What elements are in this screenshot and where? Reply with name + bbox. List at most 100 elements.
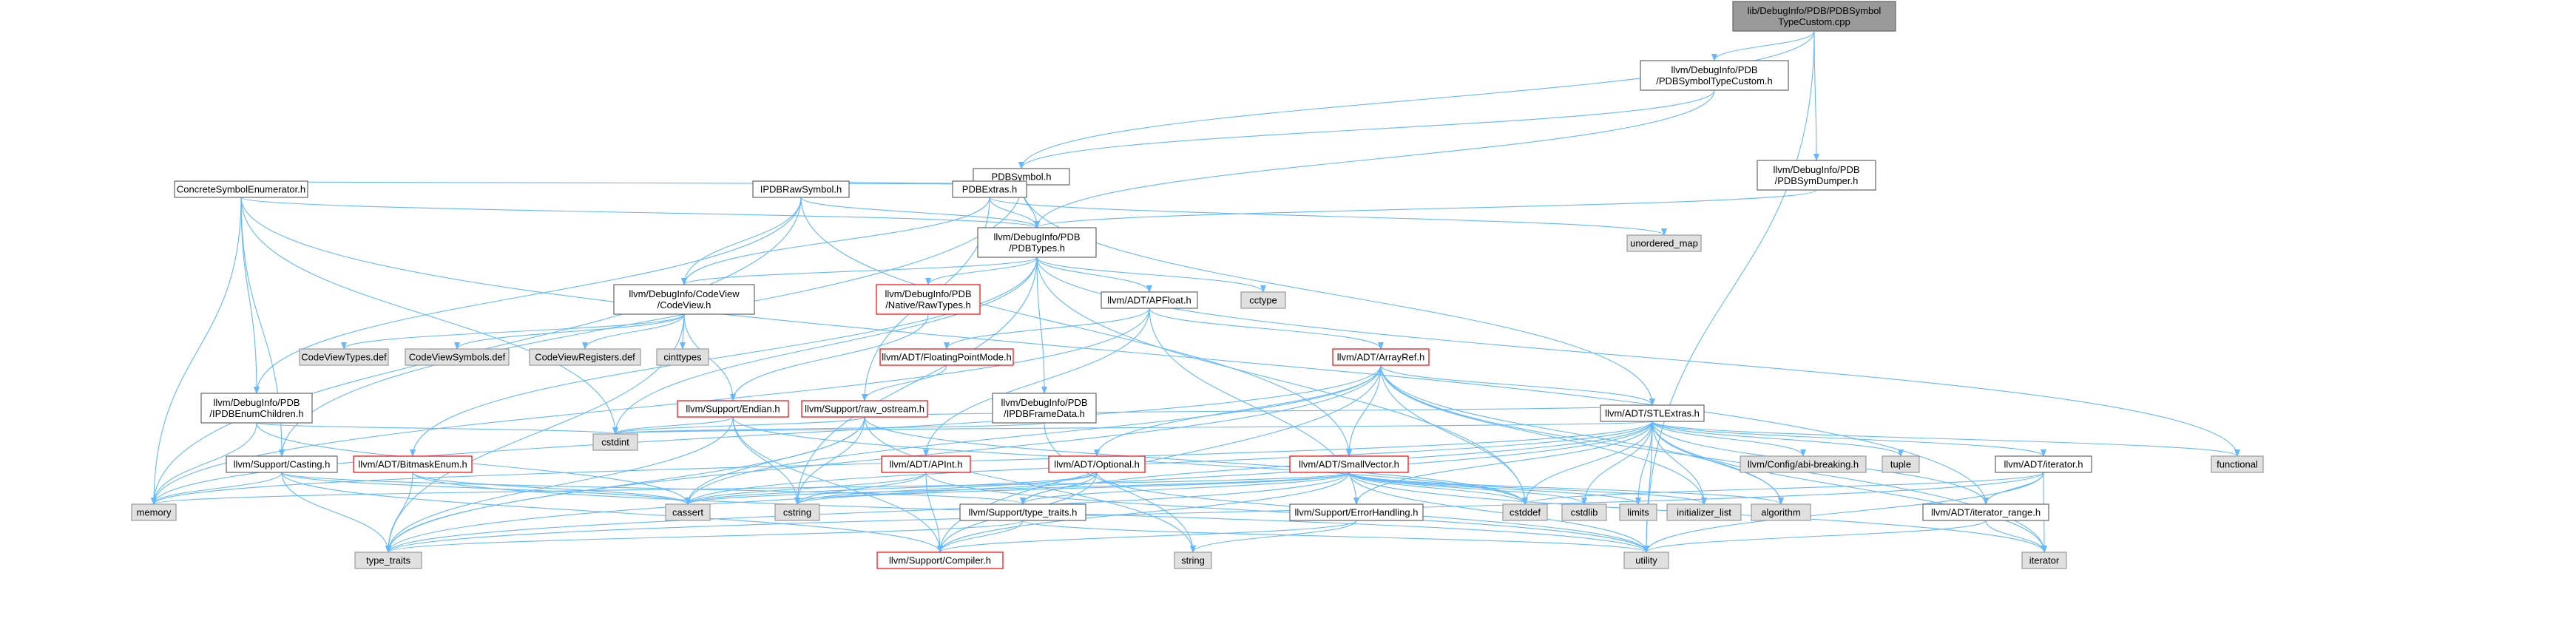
node-ipdbframe[interactable]: llvm/DebugInfo/PDB/IPDBFrameData.h [992, 393, 1097, 424]
node-label-adtiterator-0: llvm/ADT/iterator.h [2004, 459, 2083, 470]
edge-stlextras-to-iterator [1652, 421, 2047, 553]
node-pdbextras[interactable]: PDBExtras.h [952, 180, 1027, 198]
node-pdbsymdumper[interactable]: llvm/DebugInfo/PDB/PDBSymDumper.h [1757, 160, 1876, 191]
node-stlextras[interactable]: llvm/ADT/STLExtras.h [1600, 404, 1705, 422]
node-label-pdbsymdumper-0: llvm/DebugInfo/PDB [1773, 164, 1859, 175]
edge-ipdbraw-to-ipdbenum [254, 197, 802, 394]
edge-codeview-to-cvsymbols [454, 313, 685, 350]
node-nativerawtypes[interactable]: llvm/DebugInfo/PDB/Native/RawTypes.h [876, 284, 981, 315]
node-label-ipdbraw-0: IPDBRawSymbol.h [760, 184, 842, 195]
node-label-floatingpointmode-0: llvm/ADT/FloatingPointMode.h [882, 352, 1012, 363]
node-pdbsymtypecustom[interactable]: llvm/DebugInfo/PDB/PDBSymbolTypeCustom.h [1640, 60, 1789, 91]
node-errorhandling[interactable]: llvm/Support/ErrorHandling.h [1289, 503, 1424, 521]
edge-floatingpointmode-to-rawostream [862, 364, 947, 401]
node-label-ipdbenum-1: /IPDBEnumChildren.h [209, 408, 303, 419]
node-root[interactable]: lib/DebugInfo/PDB/PDBSymbolTypeCustom.cp… [1732, 1, 1896, 32]
node-label-tuple-0: tuple [1890, 459, 1911, 470]
node-ipdbenum[interactable]: llvm/DebugInfo/PDB/IPDBEnumChildren.h [200, 393, 313, 424]
node-label-compiler-0: llvm/Support/Compiler.h [889, 555, 991, 566]
edge-endian-to-cstdint [612, 416, 734, 435]
node-cinttypes: cinttypes [656, 348, 709, 366]
node-label-initlist-0: initializer_list [1677, 507, 1731, 518]
node-string: string [1174, 552, 1212, 569]
edge-apfloat-to-errorhandling [1149, 308, 1359, 505]
edge-root-to-pdbsymbol [1018, 30, 1815, 169]
node-label-string-0: string [1181, 555, 1205, 566]
edge-errorhandling-to-compiler [937, 520, 1357, 553]
edge-pdbsymtypecustom-to-pdbsymbol [1018, 89, 1715, 169]
node-ipdbraw[interactable]: IPDBRawSymbol.h [752, 180, 850, 198]
node-label-rawostream-0: llvm/Support/raw_ostream.h [805, 404, 924, 415]
edge-concreteenum-to-memory [151, 197, 242, 505]
node-box-memory [131, 503, 177, 521]
edge-stlextras-to-utility [1643, 421, 1653, 553]
node-label-functional-0: functional [2217, 459, 2258, 470]
node-typetraitsllvm[interactable]: llvm/Support/type_traits.h [959, 503, 1086, 521]
edge-smallvector-to-cstring [794, 472, 1350, 505]
node-memory: memory [131, 503, 177, 521]
node-label-pdbtypes-1: /PDBTypes.h [1009, 242, 1065, 254]
node-initlist: initializer_list [1666, 503, 1742, 521]
node-label-pdbsymbol-0: PDBSymbol.h [992, 172, 1052, 183]
node-apfloat[interactable]: llvm/ADT/APFloat.h [1101, 291, 1198, 309]
edge-concreteenum-to-pdbtypes [240, 197, 1040, 228]
edge-casting-to-compiler [281, 472, 943, 553]
edge-pdbextras-to-codeview [681, 197, 990, 285]
node-pdbtypes[interactable]: llvm/DebugInfo/PDB/PDBTypes.h [977, 227, 1097, 258]
node-label-endian-0: llvm/Support/Endian.h [686, 404, 780, 415]
node-box-cvregisters [529, 348, 641, 366]
node-label-type_traits-0: type_traits [366, 555, 410, 566]
edge-smallvector-to-initlist [1348, 472, 1707, 505]
node-box-rawostream [801, 400, 928, 418]
node-codeview[interactable]: llvm/DebugInfo/CodeView/CodeView.h [613, 284, 755, 315]
nodes-layer: lib/DebugInfo/PDB/PDBSymbolTypeCustom.cp… [131, 1, 2264, 569]
node-smallvector[interactable]: llvm/ADT/SmallVector.h [1289, 455, 1409, 473]
node-unordered_map: unordered_map [1626, 234, 1702, 252]
edge-root-to-pdbsymdumper [1813, 30, 1819, 161]
node-box-floatingpointmode [879, 348, 1014, 366]
edge-rawostream-to-cstdint [612, 416, 865, 435]
node-box-cstdlib [1561, 503, 1607, 521]
node-label-utility-0: utility [1635, 555, 1657, 566]
node-label-root-1: TypeCustom.cpp [1778, 16, 1850, 27]
node-box-cstddef [1502, 503, 1548, 521]
node-optional[interactable]: llvm/ADT/Optional.h [1048, 455, 1146, 473]
node-box-pdbsymtypecustom [1640, 60, 1789, 91]
node-box-limits [1619, 503, 1657, 521]
node-box-errorhandling [1289, 503, 1424, 521]
edge-smallvector-to-utility [1348, 472, 1649, 553]
node-iterator: iterator [2021, 552, 2067, 569]
edge-smallvector-to-cstddef [1348, 472, 1528, 505]
edge-pdbextras-to-pdbtypes [989, 197, 1040, 228]
edge-stlextras-to-adtiterator [1652, 421, 2046, 457]
node-concreteenum[interactable]: ConcreteSymbolEnumerator.h [174, 180, 308, 198]
edge-iteratorrange-to-iterator [1985, 520, 2047, 553]
edge-typetraitsllvm-to-type_traits [385, 520, 1024, 553]
node-apint[interactable]: llvm/ADT/APInt.h [881, 455, 971, 473]
node-box-casting [226, 455, 338, 473]
node-label-iterator-0: iterator [2029, 555, 2060, 566]
edge-endian-to-compiler [732, 416, 943, 553]
edge-arrayref-to-stlextras [1380, 364, 1655, 406]
node-label-optional-0: llvm/ADT/Optional.h [1054, 459, 1140, 470]
node-casting[interactable]: llvm/Support/Casting.h [226, 455, 338, 473]
node-box-endian [677, 400, 789, 418]
edge-apfloat-to-floatingpointmode [944, 308, 1150, 350]
edge-pdbtypes-to-bitmaskenum [410, 257, 1038, 457]
edge-pdbtypes-to-codeview [681, 257, 1038, 285]
edge-pdbtypes-to-apfloat [1036, 257, 1152, 293]
node-label-ipdbenum-0: llvm/DebugInfo/PDB [213, 397, 300, 408]
node-rawostream[interactable]: llvm/Support/raw_ostream.h [801, 400, 928, 418]
node-compiler[interactable]: llvm/Support/Compiler.h [876, 552, 1004, 569]
node-box-ipdbenum [200, 393, 313, 424]
node-adtiterator[interactable]: llvm/ADT/iterator.h [1995, 455, 2092, 473]
node-label-nativerawtypes-0: llvm/DebugInfo/PDB [885, 288, 971, 299]
node-floatingpointmode[interactable]: llvm/ADT/FloatingPointMode.h [879, 348, 1014, 366]
node-box-optional [1048, 455, 1146, 473]
node-bitmaskenum[interactable]: llvm/ADT/BitmaskEnum.h [353, 455, 473, 473]
node-arrayref[interactable]: llvm/ADT/ArrayRef.h [1332, 348, 1430, 366]
node-endian[interactable]: llvm/Support/Endian.h [677, 400, 789, 418]
node-iteratorrange[interactable]: llvm/ADT/iterator_range.h [1922, 503, 2049, 521]
edge-apfloat-to-arrayref [1149, 308, 1384, 350]
edge-iteratorrange-to-utility [1643, 520, 1987, 553]
